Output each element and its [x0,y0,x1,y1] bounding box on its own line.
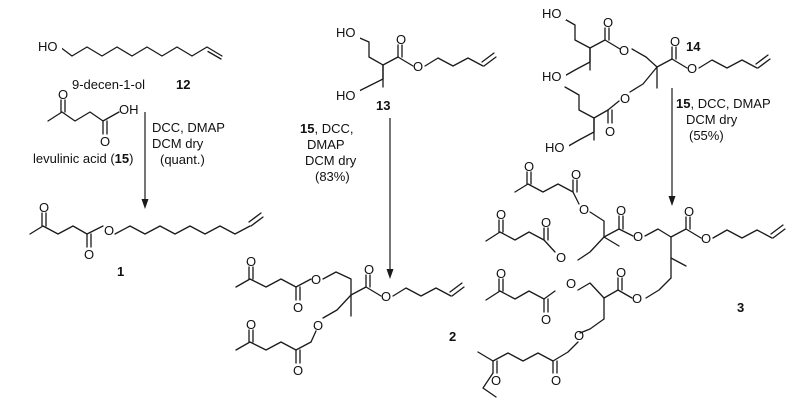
p2-ester-o-bottom: O [313,318,323,333]
p3-ester-o-c: O [566,276,576,291]
p2-ester-o-top: O [311,272,321,287]
p3-core-carbonyl-o: O [684,204,694,219]
compound-13-number: 13 [376,98,390,113]
reaction-arrow-3-head [668,196,676,206]
structure-compound-13: HO O O HO [336,25,497,103]
reaction-arrow-1-head [141,199,149,209]
p3-carbonyl-o-b: O [541,215,551,230]
p3-ester-o-a: O [579,202,589,217]
compound-2-number: 2 [449,329,456,344]
reaction-arrow-2-head [386,269,394,279]
c14-carbonyl-o-upper: O [603,15,613,30]
p2-core-ester-o: O [381,289,391,304]
c14-ho-3: HO [545,140,565,155]
reaction-2-line-1: 15, DCC, [300,121,353,136]
acid-o-label: O [100,134,110,149]
product-1-carbonyl-o: O [84,247,94,262]
compound-15-name: levulinic acid (15) [33,151,133,166]
p3-carbonyl-o-c: O [541,312,551,327]
p3-core-ester-o: O [701,231,711,246]
p3-ketone-o-d: O [491,373,501,388]
p3-ester-o-lower-mpa: O [632,291,642,306]
compound-12-number: 12 [176,77,190,92]
structure-product-3: O O O O O O O O O O O O O O O O O O [477,159,786,398]
p3-ketone-o-c: O [496,266,506,281]
structure-decenol: HO [38,38,223,60]
p2-ketone-o-top: O [246,254,256,269]
c13-ester-o: O [413,59,423,74]
c13-ho-top: HO [336,25,356,40]
p3-ester-o-b: O [556,250,566,265]
p3-ketone-o-b: O [496,207,506,222]
structure-product-1: O O O [29,200,264,262]
hydroxyl-atom-label: HO [38,39,58,54]
product-1-ketone-o: O [39,200,49,215]
c14-carbonyl-o-lower: O [605,124,615,139]
p3-carbonyl-o-d: O [551,373,561,388]
p2-ketone-o-bottom: O [246,317,256,332]
c14-ester-o-lower: O [620,91,630,106]
p2-carbonyl-o-bottom: O [293,363,303,378]
p3-carbonyl-o-lower-mpa: O [616,265,626,280]
ketone-o-label: O [58,87,68,102]
compound-3-number: 3 [737,300,744,315]
reaction-1-line-2: DCM dry [152,136,204,151]
reaction-2-line-4: (83%) [315,169,350,184]
reaction-1-line-3: (quant.) [160,152,205,167]
p2-carbonyl-o-top: O [293,300,303,315]
structure-product-2: O O O O O O O O [235,254,465,378]
p3-ester-o-d: O [574,328,584,343]
reaction-2-line-3: DCM dry [305,153,357,168]
c13-ho-bottom: HO [336,88,356,103]
acid-oh-label: OH [119,102,139,117]
product-1-ester-o: O [104,223,114,238]
reaction-3-line-1: 15, DCC, DMAP [676,96,771,111]
compound-14-number: 14 [686,39,701,54]
reaction-1-line-1: DCC, DMAP [152,120,225,135]
c14-ho-1: HO [542,6,562,21]
structure-levulinic-acid: O OH O [47,87,139,149]
p3-ketone-o-a: O [524,159,534,174]
p3-carbonyl-o-a: O [571,167,581,182]
structure-compound-14: HO O O HO O O O O HO [542,6,771,155]
compound-1-number: 1 [117,264,124,279]
reaction-3-line-2: DCM dry [686,112,738,127]
p2-core-carbonyl-o: O [364,262,374,277]
reaction-2-line-2: DMAP [307,137,345,152]
c14-ester-o-upper: O [619,43,629,58]
p3-ester-o-upper-mpa: O [633,229,643,244]
c13-carbonyl-o: O [396,32,406,47]
c14-ho-2: HO [542,69,562,84]
c14-core-ester-o: O [687,61,697,76]
compound-12-name: 9-decen-1-ol [72,77,145,92]
p3-carbonyl-o-upper-mpa: O [616,203,626,218]
c14-core-carbonyl-o: O [670,34,680,49]
reaction-3-line-3: (55%) [689,128,724,143]
